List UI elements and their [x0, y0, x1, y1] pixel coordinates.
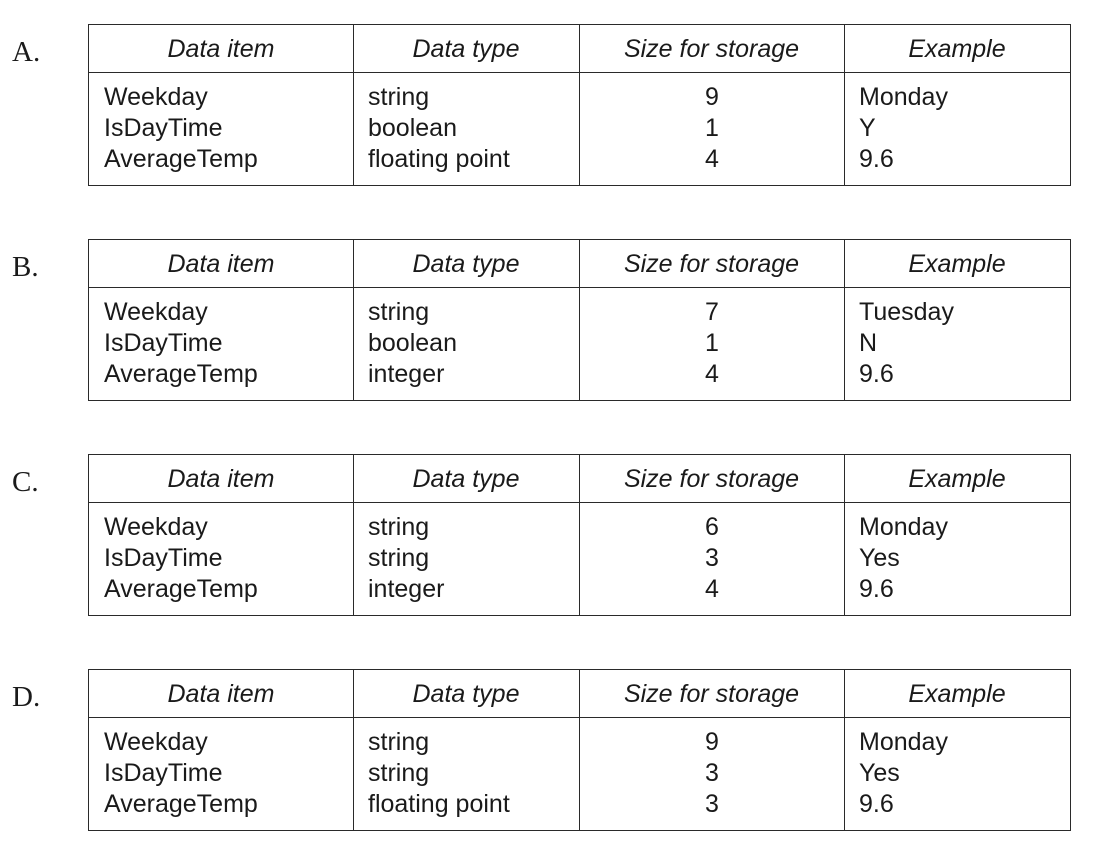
option-letter: C.	[12, 466, 39, 498]
cell-data-type: boolean	[368, 329, 457, 357]
column-divider	[579, 25, 580, 185]
cell-data-item: AverageTemp	[104, 360, 258, 388]
column-divider	[353, 25, 354, 185]
option-b: B. Data item Data type Size for storage …	[0, 239, 1096, 403]
header-size-for-storage: Size for storage	[623, 35, 800, 63]
cell-example: Yes	[859, 759, 900, 787]
column-divider	[353, 240, 354, 400]
cell-size: 4	[705, 145, 719, 173]
cell-data-item: Weekday	[104, 513, 208, 541]
cell-example: Y	[859, 114, 876, 142]
option-c: C. Data item Data type Size for storage …	[0, 454, 1096, 618]
header-size-for-storage: Size for storage	[623, 465, 800, 493]
option-d: D. Data item Data type Size for storage …	[0, 669, 1096, 833]
header-data-item: Data item	[167, 35, 275, 63]
cell-example: Tuesday	[859, 298, 954, 326]
header-data-item: Data item	[167, 680, 275, 708]
header-data-item: Data item	[167, 250, 275, 278]
header-data-item: Data item	[167, 465, 275, 493]
cell-example: 9.6	[859, 145, 894, 173]
data-table: Data item Data type Size for storage Exa…	[88, 454, 1071, 616]
option-letter: B.	[12, 251, 39, 283]
column-divider	[579, 670, 580, 830]
cell-example: Yes	[859, 544, 900, 572]
header-divider	[89, 287, 1070, 288]
header-example: Example	[908, 680, 1006, 708]
cell-data-type: string	[368, 544, 430, 572]
cell-data-item: Weekday	[104, 83, 208, 111]
cell-size: 1	[705, 329, 719, 357]
cell-data-type: string	[368, 759, 430, 787]
cell-data-type: integer	[368, 360, 445, 388]
cell-size: 4	[705, 575, 719, 603]
column-divider	[579, 240, 580, 400]
header-example: Example	[908, 465, 1006, 493]
cell-data-type: floating point	[368, 145, 510, 173]
cell-example: 9.6	[859, 360, 894, 388]
cell-data-type: boolean	[368, 114, 457, 142]
cell-data-type: string	[368, 513, 430, 541]
column-divider	[844, 25, 845, 185]
column-divider	[353, 670, 354, 830]
cell-example: Monday	[859, 728, 948, 756]
cell-size: 7	[705, 298, 719, 326]
header-data-type: Data type	[412, 35, 520, 63]
cell-data-item: IsDayTime	[104, 759, 223, 787]
cell-data-type: integer	[368, 575, 445, 603]
cell-data-item: IsDayTime	[104, 544, 223, 572]
cell-data-item: AverageTemp	[104, 575, 258, 603]
header-example: Example	[908, 35, 1006, 63]
cell-data-type: string	[368, 728, 430, 756]
data-table: Data item Data type Size for storage Exa…	[88, 239, 1071, 401]
data-table: Data item Data type Size for storage Exa…	[88, 669, 1071, 831]
cell-data-item: IsDayTime	[104, 114, 223, 142]
cell-data-item: IsDayTime	[104, 329, 223, 357]
cell-size: 3	[705, 790, 719, 818]
column-divider	[844, 240, 845, 400]
cell-size: 3	[705, 544, 719, 572]
header-data-type: Data type	[412, 250, 520, 278]
header-divider	[89, 502, 1070, 503]
data-table: Data item Data type Size for storage Exa…	[88, 24, 1071, 186]
column-divider	[579, 455, 580, 615]
cell-data-type: floating point	[368, 790, 510, 818]
cell-example: 9.6	[859, 790, 894, 818]
cell-example: 9.6	[859, 575, 894, 603]
column-divider	[844, 670, 845, 830]
cell-size: 4	[705, 360, 719, 388]
header-divider	[89, 72, 1070, 73]
cell-data-item: AverageTemp	[104, 790, 258, 818]
cell-data-item: Weekday	[104, 728, 208, 756]
header-data-type: Data type	[412, 680, 520, 708]
cell-data-type: string	[368, 83, 430, 111]
cell-data-type: string	[368, 298, 430, 326]
option-letter: D.	[12, 681, 41, 713]
header-size-for-storage: Size for storage	[623, 680, 800, 708]
cell-size: 3	[705, 759, 719, 787]
cell-size: 9	[705, 83, 719, 111]
cell-data-item: Weekday	[104, 298, 208, 326]
column-divider	[353, 455, 354, 615]
cell-data-item: AverageTemp	[104, 145, 258, 173]
cell-size: 1	[705, 114, 719, 142]
option-a: A. Data item Data type Size for storage …	[0, 24, 1096, 188]
header-example: Example	[908, 250, 1006, 278]
cell-example: Monday	[859, 513, 948, 541]
column-divider	[844, 455, 845, 615]
cell-example: N	[859, 329, 878, 357]
header-data-type: Data type	[412, 465, 520, 493]
option-letter: A.	[12, 36, 41, 68]
header-divider	[89, 717, 1070, 718]
cell-size: 6	[705, 513, 719, 541]
cell-size: 9	[705, 728, 719, 756]
cell-example: Monday	[859, 83, 948, 111]
header-size-for-storage: Size for storage	[623, 250, 800, 278]
